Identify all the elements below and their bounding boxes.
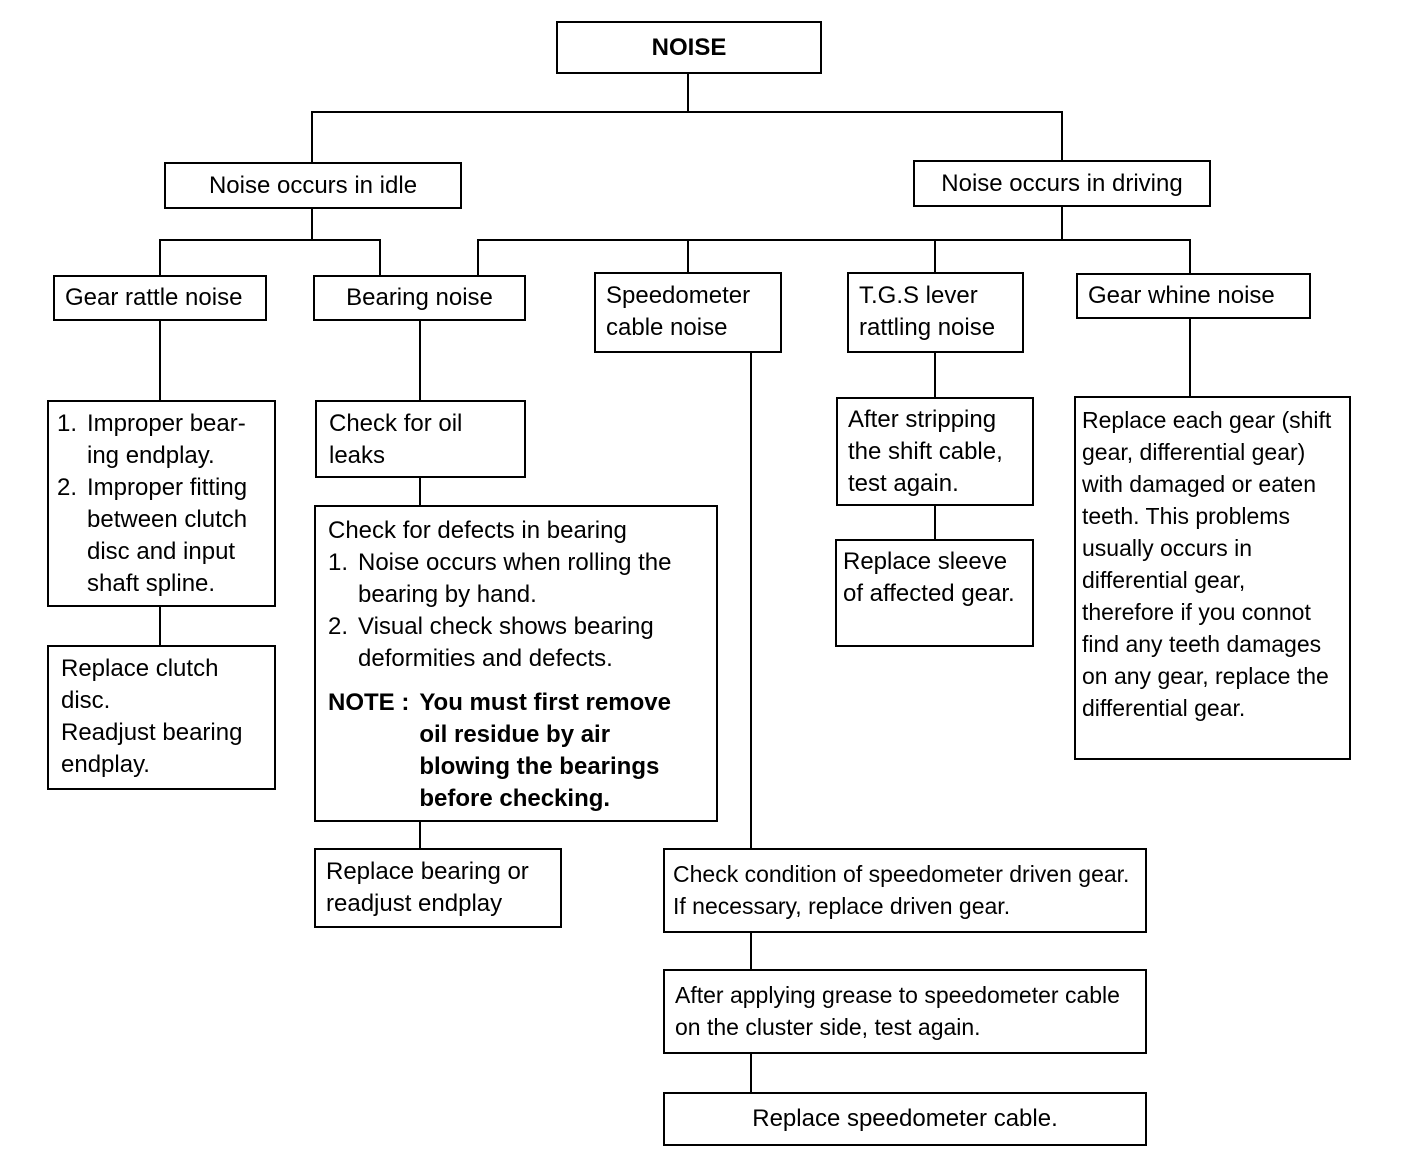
connector-idle-branches	[159, 239, 381, 275]
gear-rattle-causes-list: 1. Improper bear-ing endplay. 2. Imprope…	[57, 408, 266, 600]
strip-shift-cable-box: After stripping the shift cable, test ag…	[836, 397, 1034, 506]
check-oil-leaks-box: Check for oil leaks	[315, 400, 526, 478]
replace-sleeve-box: Replace sleeve of affected gear.	[835, 539, 1034, 647]
idle-noise-box: Noise occurs in idle	[164, 162, 462, 209]
list-item-number: 1.	[57, 410, 78, 437]
list-item-number: 1.	[328, 549, 349, 576]
driving-noise-box: Noise occurs in driving	[913, 160, 1211, 207]
bearing-defects-box: Check for defects in bearing 1. Noise oc…	[314, 505, 718, 822]
speedometer-cable-noise-box: Speedometer cable noise	[594, 272, 782, 353]
list-item-text: Visual check shows bearing deformities a…	[358, 613, 654, 672]
replace-gear-box: Replace each gear (shift gear, different…	[1074, 396, 1351, 760]
list-item-text: Improper bear-ing endplay.	[87, 410, 246, 469]
replace-clutch-disc-box: Replace clutch disc. Readjust bearing en…	[47, 645, 276, 790]
remedy-line: disc.	[61, 687, 111, 714]
connector-driving-branches	[477, 239, 1191, 275]
list-item-text: Improper fitting between clutch disc and…	[87, 474, 248, 597]
connector-root-branches	[311, 111, 1063, 162]
list-item-text: Noise occurs when rolling the bearing by…	[358, 549, 672, 608]
note-block: NOTE : You must first remove oil residue…	[328, 687, 704, 815]
gear-whine-noise-box: Gear whine noise	[1076, 273, 1311, 319]
root-box-noise: NOISE	[556, 21, 822, 74]
replace-bearing-box: Replace bearing or readjust endplay	[314, 848, 562, 928]
list-item: 2. Visual check shows bearing deformitie…	[328, 611, 704, 675]
note-text: You must first remove oil residue by air…	[419, 689, 671, 812]
list-item: 1. Noise occurs when rolling the bearing…	[328, 547, 704, 611]
check-driven-gear-box: Check condition of speedometer driven ge…	[663, 848, 1147, 933]
list-item: 1. Improper bear-ing endplay.	[57, 408, 266, 472]
bearing-noise-box: Bearing noise	[313, 275, 526, 321]
remedy-line: Replace clutch	[61, 655, 219, 682]
replace-speedometer-cable-box: Replace speedometer cable.	[663, 1092, 1147, 1146]
remedy-line: endplay.	[61, 751, 150, 778]
defects-heading: Check for defects in bearing	[328, 517, 627, 544]
tgs-lever-noise-box: T.G.S lever rattling noise	[847, 272, 1024, 353]
apply-grease-box: After applying grease to speedometer cab…	[663, 969, 1147, 1054]
list-item-number: 2.	[57, 474, 78, 501]
remedy-line: Readjust bearing	[61, 719, 243, 746]
gear-rattle-noise-box: Gear rattle noise	[53, 275, 267, 321]
defects-list: 1. Noise occurs when rolling the bearing…	[328, 547, 704, 675]
list-item: 2. Improper fitting between clutch disc …	[57, 472, 266, 600]
gear-rattle-causes-box: 1. Improper bear-ing endplay. 2. Imprope…	[47, 400, 276, 607]
note-label: NOTE :	[328, 689, 410, 716]
list-item-number: 2.	[328, 613, 349, 640]
